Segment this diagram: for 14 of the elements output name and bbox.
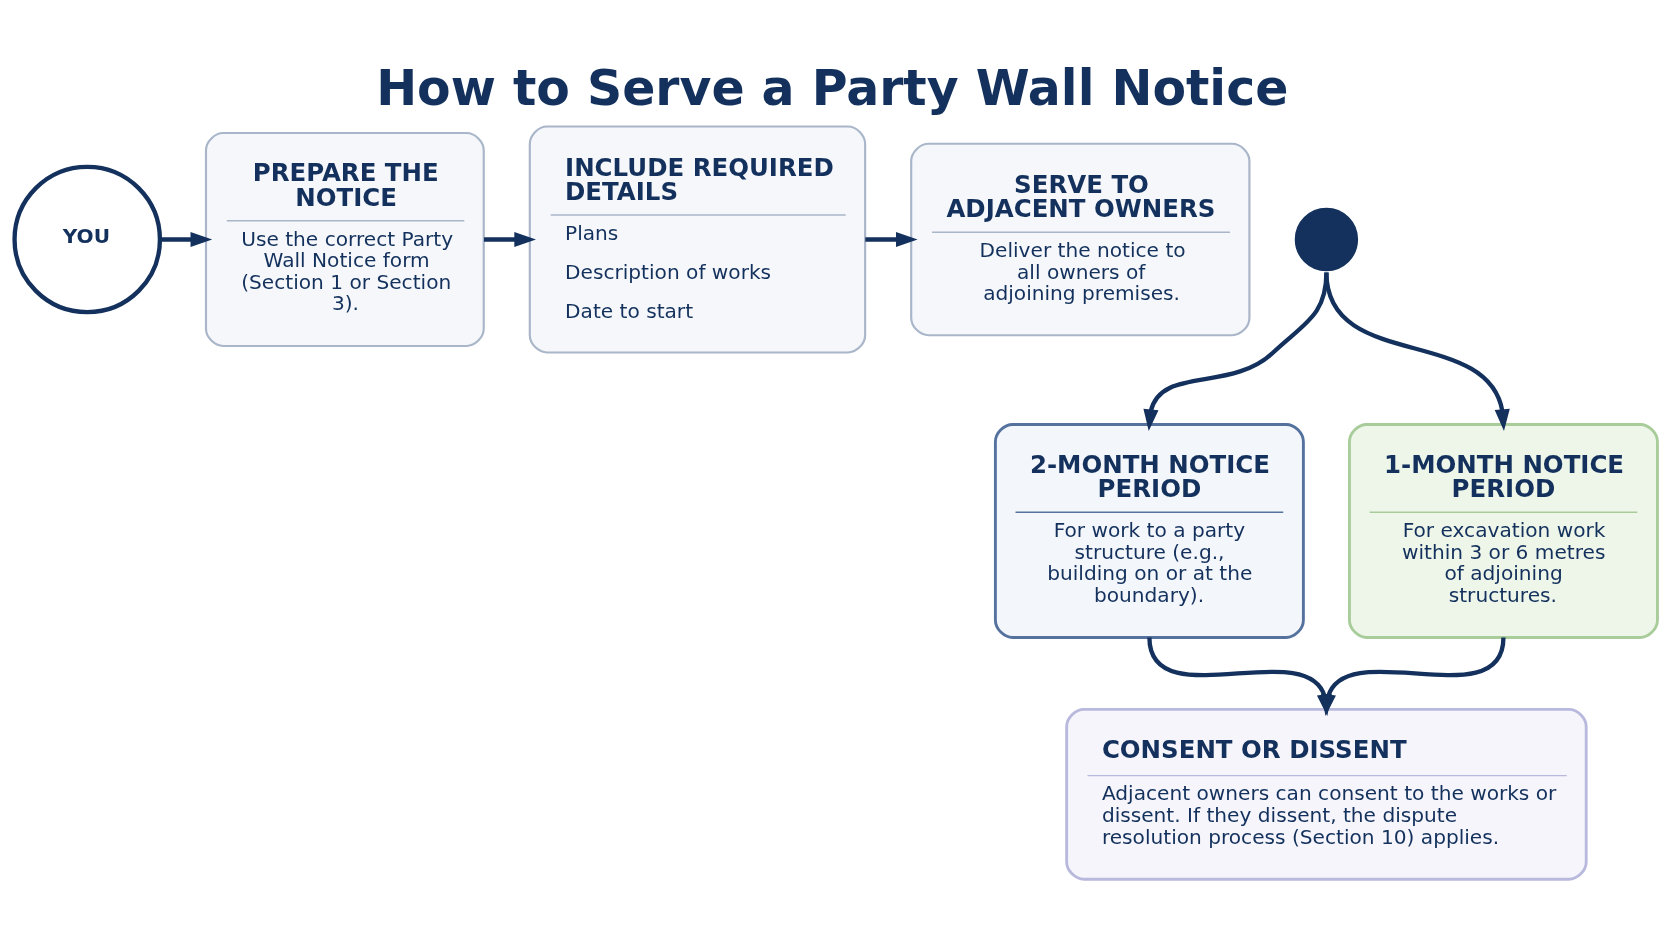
node-box: 1-MONTH NOTICE PERIOD For excavation work within 3 or 6 metres of adjoining structures. xyxy=(1348,423,1659,639)
arrow xyxy=(484,231,536,248)
node-box: 2-MONTH NOTICE PERIOD For work to a party structure (e.g., building on or at the boundary). xyxy=(993,423,1305,639)
node-box: CONSENT OR DISSENT Adjacent owners can consent to the works or dissent. If they dissent, the dispute resolution process (Section 10) applies. xyxy=(1065,707,1588,881)
node-box: SERVE TO ADJACENT OWNERS Deliver the notice to all owners of adjoining premises. xyxy=(910,142,1251,337)
arrow xyxy=(1324,272,1510,431)
node-box: INCLUDE REQUIRED DETAILS Plans Description of works Date to start xyxy=(528,125,867,354)
arrow xyxy=(1320,637,1506,716)
diagram-title: How to Serve a Party Wall Notice xyxy=(376,60,1289,118)
node-circle: YOU xyxy=(12,164,163,315)
node-box: PREPARE THE NOTICE Use the correct Party Wall Notice form (Section 1 or Section 3). xyxy=(204,131,485,348)
arrow xyxy=(160,231,213,248)
node-circle xyxy=(1294,207,1359,272)
arrow xyxy=(865,231,918,248)
